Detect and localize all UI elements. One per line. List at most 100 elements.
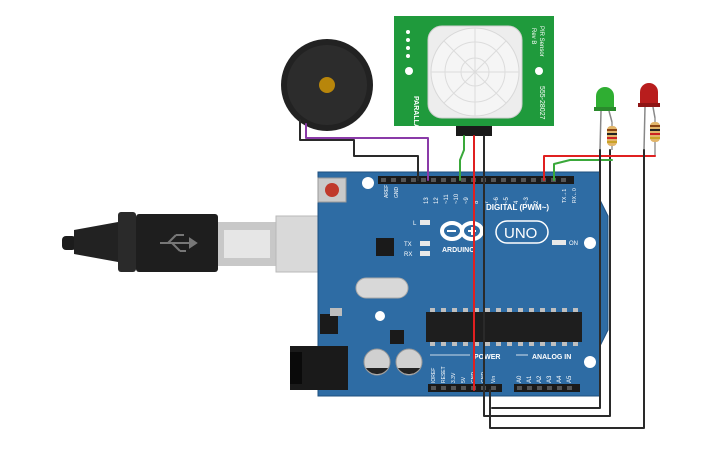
header-hole[interactable] xyxy=(561,178,566,182)
pin-label-d: 12 xyxy=(434,197,440,204)
header-hole[interactable] xyxy=(491,178,496,182)
pin-label-tx: TX→1 xyxy=(562,189,568,203)
wire-buzzer-gnd xyxy=(299,119,419,181)
usb-chip xyxy=(376,238,394,256)
atmega-chip xyxy=(426,312,582,342)
pir-part: 555-28027 xyxy=(538,86,545,120)
pin-label-gnd-top: GND xyxy=(394,187,400,199)
pin-label-power: 5V xyxy=(461,376,467,383)
pin-label-analog: A1 xyxy=(527,375,533,383)
mounting-hole xyxy=(362,177,374,189)
header-hole[interactable] xyxy=(451,178,456,182)
pin-label-d: ~11 xyxy=(444,194,450,204)
pin-label-analog: A0 xyxy=(517,375,523,383)
label-led-l: L xyxy=(413,221,417,227)
header-hole[interactable] xyxy=(391,178,396,182)
header-hole[interactable] xyxy=(431,386,436,390)
red-led xyxy=(638,83,660,151)
pin-label-power: Vin xyxy=(491,376,497,383)
pin-label-analog: A5 xyxy=(567,375,573,383)
header-hole[interactable] xyxy=(547,386,552,390)
pin-label-power: 3.3V xyxy=(451,372,457,383)
mounting-hole xyxy=(584,356,596,368)
header-hole[interactable] xyxy=(461,386,466,390)
led-on xyxy=(552,240,566,245)
led-l xyxy=(420,220,430,225)
voltage-regulator xyxy=(320,314,338,334)
label-led-tx: TX xyxy=(404,242,412,248)
pir-sensor: PARALLAX PIR Sensor Rev B 555-28027 xyxy=(394,16,554,136)
usb-cable xyxy=(62,212,349,273)
arduino-infinity-logo-icon xyxy=(440,221,484,241)
wire-pir-gnd xyxy=(483,135,611,417)
header-hole[interactable] xyxy=(501,178,506,182)
pin-label-power: IOREF xyxy=(431,368,437,383)
header-hole[interactable] xyxy=(491,386,496,390)
analog-label: ANALOG IN xyxy=(532,354,571,361)
wire-led-gnd-2 xyxy=(491,149,601,409)
pir-rev: Rev B xyxy=(530,28,536,44)
crystal-oscillator xyxy=(355,277,409,299)
header-hole[interactable] xyxy=(461,178,466,182)
led-rx xyxy=(420,251,430,256)
header-hole[interactable] xyxy=(537,386,542,390)
pin-label-power: RESET xyxy=(441,366,447,383)
mounting-hole xyxy=(584,237,596,249)
header-hole[interactable] xyxy=(381,178,386,182)
arduino-model: UNO xyxy=(504,225,537,242)
pin-label-d: ~3 xyxy=(524,196,530,204)
arduino-brand: ARDUINO xyxy=(442,247,475,254)
pir-brand: PARALLAX xyxy=(412,96,419,134)
power-label: POWER xyxy=(474,354,500,361)
header-hole[interactable] xyxy=(531,178,536,182)
wire-buzzer-pin13 xyxy=(305,123,429,181)
resistor-red-led xyxy=(650,118,660,156)
pir-pin-markers xyxy=(406,30,410,58)
header-hole[interactable] xyxy=(411,178,416,182)
header-hole[interactable] xyxy=(401,178,406,182)
pin-label-d: ~10 xyxy=(454,193,460,204)
pin-label-analog: A3 xyxy=(547,375,553,383)
pin-label-aref: AREF xyxy=(384,185,390,198)
green-led xyxy=(594,87,616,151)
pin-label-d: 8 xyxy=(474,200,480,204)
wire-green-led-signal xyxy=(553,159,613,181)
pir-connector xyxy=(456,126,492,136)
chip-pins xyxy=(430,308,578,346)
header-hole[interactable] xyxy=(511,178,516,182)
header-hole[interactable] xyxy=(421,178,426,182)
led-tx xyxy=(420,241,430,246)
pin-label-d: ~6 xyxy=(494,196,500,204)
pin-label-d: ~5 xyxy=(504,196,510,204)
pin-label-d: 4 xyxy=(514,200,520,204)
pin-label-analog: A2 xyxy=(537,375,543,383)
header-hole[interactable] xyxy=(431,178,436,182)
piezo-buzzer xyxy=(281,39,373,131)
pin-label-d: 2 xyxy=(534,200,540,204)
header-hole[interactable] xyxy=(441,178,446,182)
resistor-green-led xyxy=(607,122,617,150)
pin-label-analog: A4 xyxy=(557,375,563,383)
header-hole[interactable] xyxy=(567,386,572,390)
header-hole[interactable] xyxy=(441,386,446,390)
pir-title: PIR Sensor xyxy=(538,26,544,57)
usb-symbol-icon xyxy=(160,234,198,252)
pin-label-rx: RX←0 xyxy=(572,188,578,203)
wire-red-led-signal xyxy=(543,155,656,181)
wire-pir-out xyxy=(459,135,465,181)
header-hole[interactable] xyxy=(517,386,522,390)
uno-badge xyxy=(495,220,549,244)
pin-label-d: 13 xyxy=(424,197,430,204)
header-hole[interactable] xyxy=(527,386,532,390)
pin-label-d: 7 xyxy=(484,200,490,204)
label-on: ON xyxy=(569,241,578,247)
label-led-rx: RX xyxy=(404,252,412,258)
mounting-hole xyxy=(375,311,385,321)
header-hole[interactable] xyxy=(451,386,456,390)
header-hole[interactable] xyxy=(557,386,562,390)
pin-label-d: ~9 xyxy=(464,196,470,204)
header-hole[interactable] xyxy=(521,178,526,182)
digital-label: DIGITAL (PWM~) xyxy=(486,203,549,212)
